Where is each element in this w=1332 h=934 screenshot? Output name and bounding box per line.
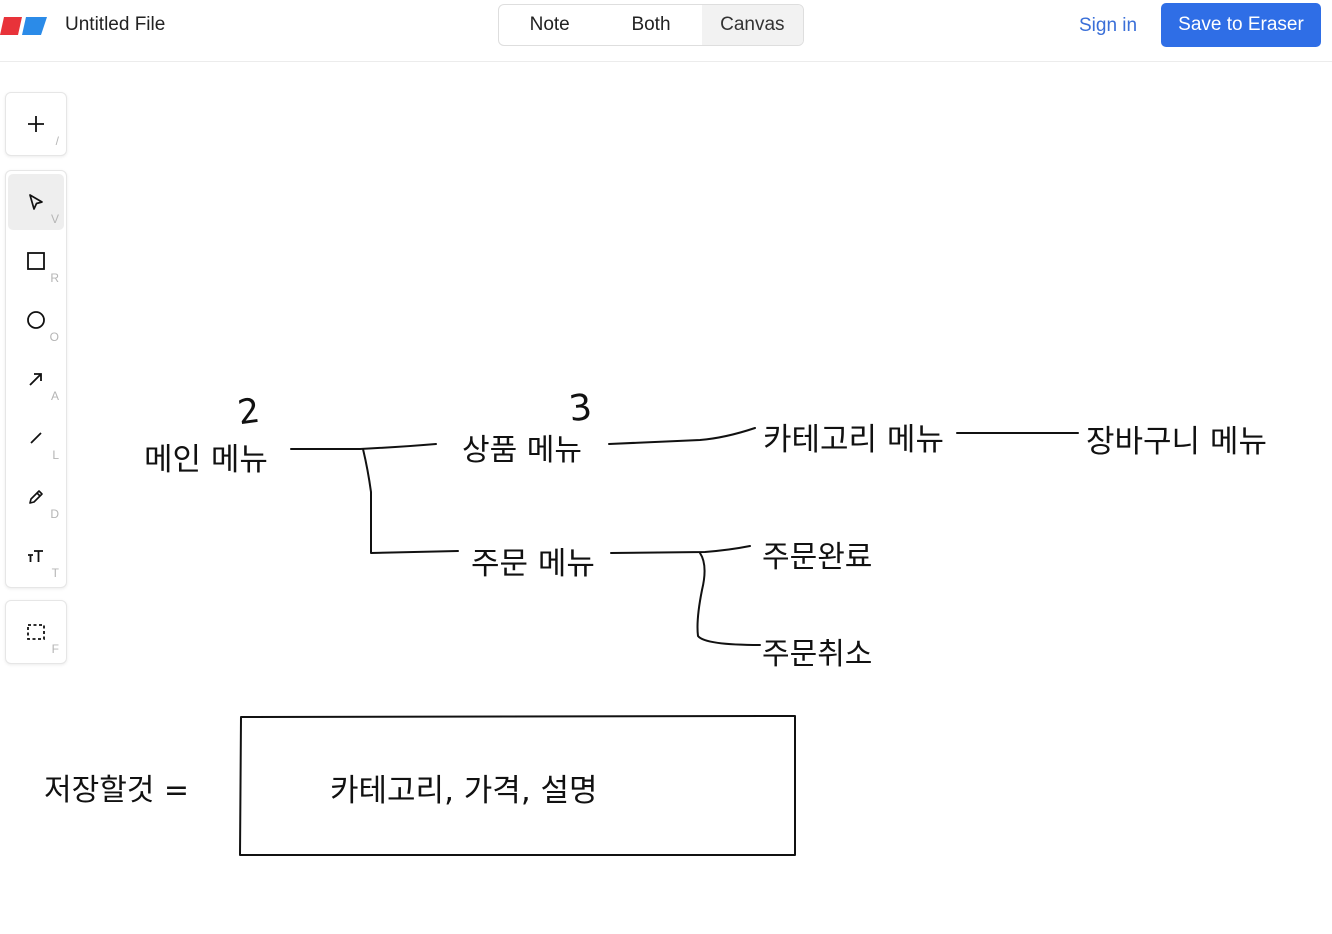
plus-icon: [28, 116, 44, 132]
shortcut-label: A: [50, 389, 59, 403]
shortcut-label: R: [50, 271, 59, 285]
connector-main-order: [362, 448, 459, 554]
draw-tool-button[interactable]: D: [8, 469, 64, 525]
ellipse-tool-button[interactable]: O: [8, 292, 64, 348]
shortcut-label: D: [50, 507, 59, 521]
shortcut-label: L: [52, 448, 59, 462]
view-mode-switch: Note Both Canvas: [498, 4, 804, 46]
text-icon: [28, 550, 43, 562]
node-product-menu[interactable]: 상품 메뉴: [462, 433, 582, 468]
shortcut-label: /: [55, 134, 59, 148]
drawing-toolbar-group: V R O A L D T: [5, 170, 67, 588]
annotation-number-3[interactable]: 3: [566, 386, 594, 431]
tab-canvas[interactable]: Canvas: [701, 5, 803, 45]
node-cart-menu[interactable]: 장바구니 메뉴: [1086, 424, 1267, 460]
shortcut-label: F: [51, 642, 59, 656]
circle-icon: [27, 311, 45, 329]
arrow-tool-button[interactable]: A: [8, 351, 64, 407]
insert-toolbar-group: /: [5, 92, 67, 156]
connector-order-complete: [610, 545, 751, 554]
frame-toolbar-group: F: [5, 600, 67, 664]
save-items-label[interactable]: 저장할것 =: [44, 773, 190, 808]
shortcut-label: V: [50, 212, 59, 226]
connector-product-category: [608, 427, 756, 445]
frame-icon: [27, 624, 45, 640]
save-box-outline: [239, 715, 796, 856]
square-icon: [27, 252, 45, 270]
top-bar: Untitled File Note Both Canvas Sign in S…: [0, 0, 1332, 62]
file-title[interactable]: Untitled File: [65, 14, 166, 35]
save-box-text[interactable]: 카테고리, 가격, 설명: [330, 773, 598, 809]
select-tool-button[interactable]: V: [8, 174, 64, 230]
insert-button[interactable]: /: [8, 96, 64, 152]
rectangle-tool-button[interactable]: R: [8, 233, 64, 289]
cursor-icon: [29, 194, 43, 210]
sign-in-link[interactable]: Sign in: [1079, 15, 1138, 36]
canvas-drawings: [239, 427, 1079, 856]
node-order-menu[interactable]: 주문 메뉴: [471, 546, 595, 582]
save-to-eraser-button[interactable]: Save to Eraser: [1161, 3, 1321, 47]
node-category-menu[interactable]: 카테고리 메뉴: [763, 422, 944, 458]
whiteboard-canvas[interactable]: 메인 메뉴 2 상품 메뉴 3 카테고리 메뉴 장바구니 메뉴 주문 메뉴 주문…: [0, 62, 1332, 934]
pencil-icon: [29, 490, 43, 504]
shortcut-label: O: [49, 330, 59, 344]
connector-order-cancel: [696, 552, 761, 646]
tab-note[interactable]: Note: [529, 14, 570, 35]
arrow-icon: [29, 373, 42, 386]
frame-tool-button[interactable]: F: [8, 604, 64, 660]
node-main-menu[interactable]: 메인 메뉴: [144, 442, 268, 478]
eraser-logo-icon[interactable]: [0, 17, 48, 35]
line-icon: [30, 432, 42, 444]
node-order-complete[interactable]: 주문완료: [762, 540, 873, 575]
line-tool-button[interactable]: L: [8, 410, 64, 466]
tab-both[interactable]: Both: [631, 14, 671, 35]
node-order-cancel[interactable]: 주문취소: [762, 637, 873, 672]
text-tool-button[interactable]: T: [8, 528, 64, 584]
shortcut-label: T: [51, 566, 59, 580]
connector-main-product: [290, 443, 437, 450]
